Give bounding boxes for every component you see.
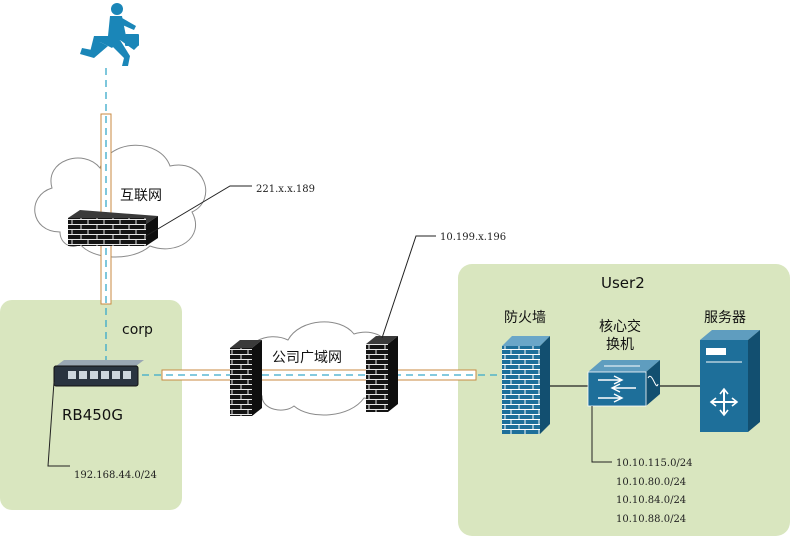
user2-net-leader — [591, 406, 612, 463]
router-label: RB450G — [62, 406, 123, 424]
wan-firewall-left-icon — [230, 340, 262, 416]
switch-icon — [587, 360, 660, 407]
corp-net-ip: 192.168.44.0/24 — [74, 470, 157, 481]
internet-firewall-icon — [68, 210, 158, 246]
wan-fw-ip: 10.199.x.196 — [440, 232, 506, 243]
wan-label: 公司广域网 — [272, 350, 342, 366]
firewall-label: 防火墙 — [504, 310, 546, 326]
internet-fw-ip: 221.x.x.189 — [256, 184, 315, 195]
corp-zone — [0, 300, 182, 510]
servers-label: 服务器 — [704, 310, 746, 326]
router-icon — [53, 360, 144, 387]
user2-net-ip: 10.10.88.0/24 — [616, 514, 686, 525]
corp-net-leader — [47, 381, 70, 467]
wan-fw-leader — [381, 235, 436, 339]
user2-net-ip: 10.10.84.0/24 — [616, 495, 686, 506]
internet-pipe — [100, 113, 112, 305]
user2-label: User2 — [601, 274, 645, 292]
firewall-cisco-icon — [502, 336, 550, 434]
wan-firewall-right-icon — [366, 336, 398, 412]
server-icon — [700, 330, 760, 432]
user2-net-ip: 10.10.115.0/24 — [616, 458, 693, 469]
wan-pipe — [161, 369, 477, 381]
internet-fw-leader — [145, 185, 252, 237]
corp-label: corp — [122, 322, 153, 338]
person-running-icon — [80, 3, 139, 66]
user2-net-ip: 10.10.80.0/24 — [616, 477, 686, 488]
internet-label: 互联网 — [120, 188, 162, 204]
core-switch-label-1: 核心交 — [599, 318, 641, 335]
core-switch-label-2: 换机 — [606, 336, 634, 353]
